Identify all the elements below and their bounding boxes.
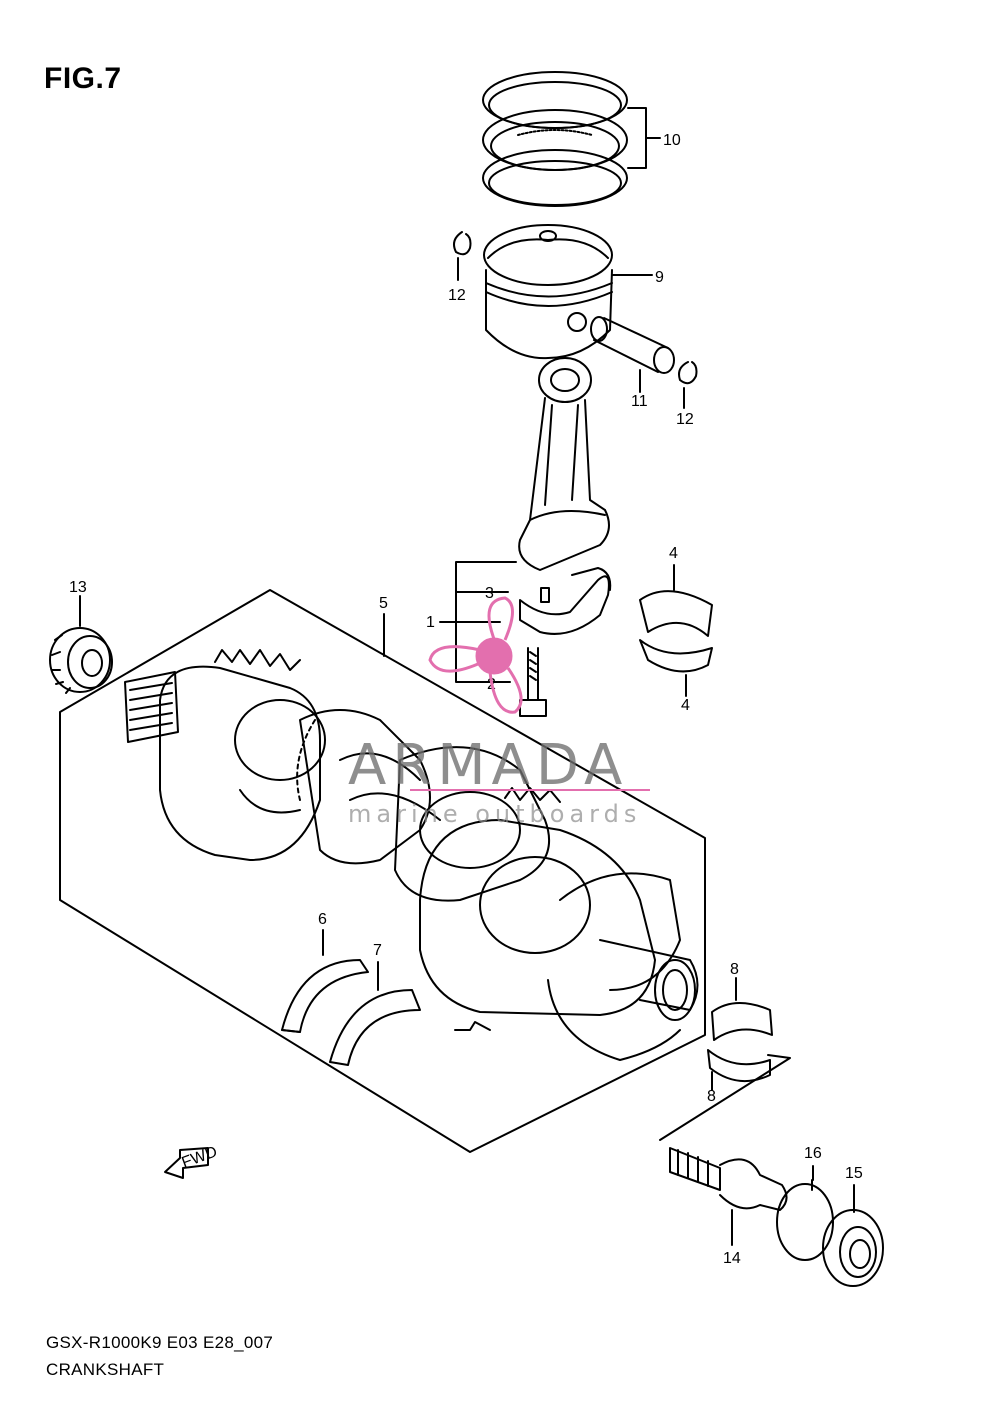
callout-11: 11: [631, 393, 648, 410]
callout-4-top: 4: [669, 545, 678, 562]
callout-5: 5: [379, 595, 388, 612]
callout-15: 15: [845, 1165, 863, 1182]
fwd-arrow-icon: [164, 1147, 209, 1179]
callout-1: 1: [426, 614, 435, 631]
thrust-washers: [281, 929, 421, 1066]
fwd-label: FWD: [180, 1143, 220, 1171]
main-bearings: [659, 977, 791, 1141]
watermark-brand: ARMADA: [348, 733, 629, 798]
circlip-rear: [776, 1165, 834, 1261]
callout-6: 6: [318, 911, 327, 928]
piston: [483, 224, 653, 360]
callout-16: 16: [804, 1145, 822, 1162]
connecting-rod: [518, 357, 612, 717]
callout-10: 10: [663, 132, 681, 149]
callout-14: 14: [723, 1250, 741, 1267]
callout-9: 9: [655, 269, 664, 286]
crank-gear: [49, 595, 113, 694]
model-code: GSX-R1000K9 E03 E28_007: [46, 1333, 274, 1352]
piston-rings: [482, 71, 661, 207]
callout-7: 7: [373, 942, 382, 959]
callout-12-left: 12: [448, 287, 466, 304]
circlip-right: [678, 361, 698, 409]
callout-12-right: 12: [676, 411, 694, 428]
watermark-logo-icon: [410, 596, 650, 791]
crankshaft: [124, 649, 699, 1061]
watermark-tagline: marine outboards: [348, 800, 642, 828]
diagram-name: CRANKSHAFT: [46, 1360, 165, 1379]
figure-title: FIG.7: [44, 62, 122, 95]
callout-8-top: 8: [730, 961, 739, 978]
callout-3: 3: [485, 585, 494, 602]
crank-bolt: [669, 1147, 788, 1246]
oil-seal: [822, 1184, 884, 1287]
callout-4-bottom: 4: [681, 697, 690, 714]
piston-pin: [590, 316, 675, 393]
conrod-bearings: [639, 564, 713, 697]
circlip-left: [453, 231, 472, 281]
callout-8-bottom: 8: [707, 1088, 716, 1105]
callout-13: 13: [69, 579, 87, 596]
